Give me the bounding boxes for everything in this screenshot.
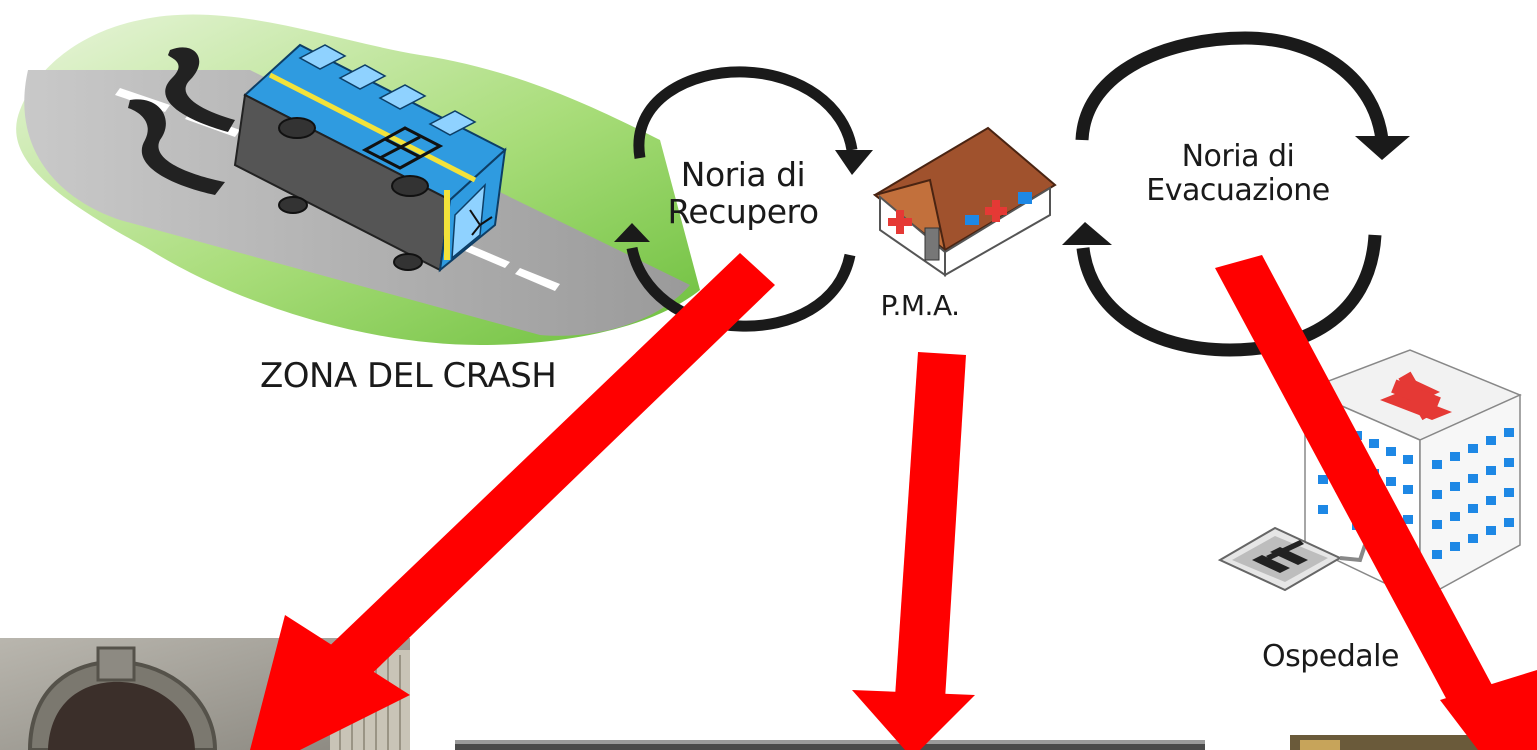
hospital-cross: [1391, 371, 1441, 421]
skid-marks: [128, 47, 235, 195]
evacuation-loop-label-line1: Noria di: [1181, 139, 1295, 174]
hospital-label: Ospedale: [1262, 639, 1399, 674]
recovery-loop-label-line1: Noria di: [680, 155, 806, 194]
bus-door: [361, 126, 444, 170]
evacuation-loop-icon: [1075, 31, 1389, 357]
evacuation-loop-label: Noria di Evacuazione: [1108, 140, 1368, 207]
crash-zone-illustration: [16, 14, 701, 345]
recovery-loop-label: Noria di Recupero: [648, 155, 838, 231]
red-arrow-pma: [852, 352, 975, 750]
bottom-center-panel: [455, 740, 1205, 750]
red-arrow-evacuation: [1215, 255, 1537, 750]
recovery-loop-label-line2: Recupero: [667, 191, 819, 231]
evacuation-loop-arrowhead-left: [1062, 222, 1112, 245]
crash-zone-label: ZONA DEL CRASH: [260, 356, 557, 396]
evacuation-loop-arrowhead-right: [1355, 136, 1410, 160]
bus-icon: [233, 43, 507, 273]
pma-building-icon: [872, 126, 1057, 277]
recovery-loop-arrowhead-right: [835, 150, 873, 175]
helipad-icon: [1217, 526, 1367, 592]
red-arrow-recovery: [250, 253, 775, 750]
pma-label: P.M.A.: [880, 289, 960, 322]
recovery-loop-icon: [626, 66, 858, 332]
recovery-loop-arrowhead-left: [614, 223, 650, 242]
evacuation-loop-label-line2: Evacuazione: [1146, 172, 1330, 208]
